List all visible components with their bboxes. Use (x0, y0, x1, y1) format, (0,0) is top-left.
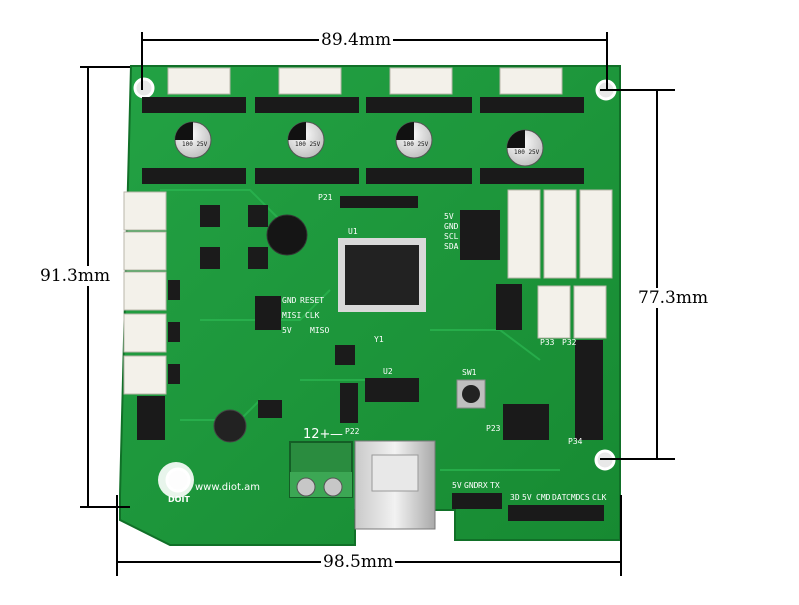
label-p32: P32 (562, 338, 577, 347)
driver-headers (142, 97, 584, 184)
inductor (213, 409, 247, 443)
left-connectors (123, 191, 167, 395)
sd-pin-6: CLK (592, 493, 607, 502)
label-sw1: SW1 (462, 368, 477, 377)
mcu-chip (338, 238, 426, 312)
label-p33: P33 (540, 338, 555, 347)
sd-pin-1: 5V (522, 493, 532, 502)
ic-small (335, 345, 355, 365)
sd-pin-3: DAT (552, 493, 567, 502)
spi-5v: 5V (282, 326, 292, 335)
label-p23: P23 (486, 424, 501, 433)
i2c-pin-1: GND (444, 222, 459, 231)
reset-button (456, 379, 486, 409)
ic-u2 (365, 378, 419, 402)
ic-crystal (340, 383, 358, 423)
small-headers (137, 284, 603, 440)
label-p21: P21 (318, 193, 333, 202)
ic-regulator (258, 400, 282, 418)
spi-clk: CLK (305, 311, 320, 320)
cap-labels: 100 25V 100 25V 100 25V 100 25V (182, 141, 540, 156)
i2c-header (460, 210, 500, 260)
sd-pin-0: 3D (510, 493, 520, 502)
capacitors (174, 121, 544, 167)
dim-right-height: 77.3mm (636, 288, 711, 308)
logo-text: DOIT (168, 495, 190, 504)
dim-left-height: 91.3mm (38, 266, 113, 286)
i2c-pin-3: SDA (444, 242, 459, 251)
dim-bottom-width: 98.5mm (321, 552, 396, 572)
spi-reset: RESET (300, 296, 324, 305)
header-p21 (340, 196, 418, 208)
label-p34: P34 (568, 437, 583, 446)
label-u1: U1 (348, 227, 358, 236)
brand-url: www.diot.am (195, 482, 260, 493)
buzzer (266, 214, 308, 256)
spi-gnd: GND (282, 296, 297, 305)
label-y1: Y1 (374, 335, 384, 344)
bottom-pin-3: TX (490, 481, 500, 490)
top-connectors (167, 67, 563, 95)
right-connectors (507, 189, 613, 339)
cap-label-2: 100 25V (403, 141, 429, 148)
label-u2: U2 (383, 367, 393, 376)
bottom-pin-1: GND (464, 481, 479, 490)
cap-label-0: 100 25V (182, 141, 208, 148)
spi-miso: MISO (310, 326, 329, 335)
bottom-headers (452, 493, 604, 521)
spi-misi: MISI (282, 311, 301, 320)
power-terminal (289, 441, 353, 498)
sd-pin-2: CMD (536, 493, 551, 502)
power-minus: — (330, 427, 343, 442)
sd-pin-5: CS (580, 493, 590, 502)
power-plus: 12+ (303, 427, 330, 442)
dim-top-width: 89.4mm (319, 30, 394, 50)
sd-pin-4: CMD (566, 493, 581, 502)
cap-label-3: 100 25V (514, 149, 540, 156)
i2c-pin-0: 5V (444, 212, 454, 221)
silkscreen-text: P21 U1 5V GND SCL SDA GND RESET MISI CLK… (282, 193, 607, 502)
logo (158, 462, 194, 498)
power-labels: 12+ — (303, 427, 343, 442)
bottom-pin-2: RX (478, 481, 488, 490)
i2c-pin-2: SCL (444, 232, 459, 241)
mosfets (168, 205, 268, 384)
label-p22: P22 (345, 427, 360, 436)
bottom-pin-0: 5V (452, 481, 462, 490)
cap-label-1: 100 25V (295, 141, 321, 148)
usb-connector (354, 440, 436, 530)
